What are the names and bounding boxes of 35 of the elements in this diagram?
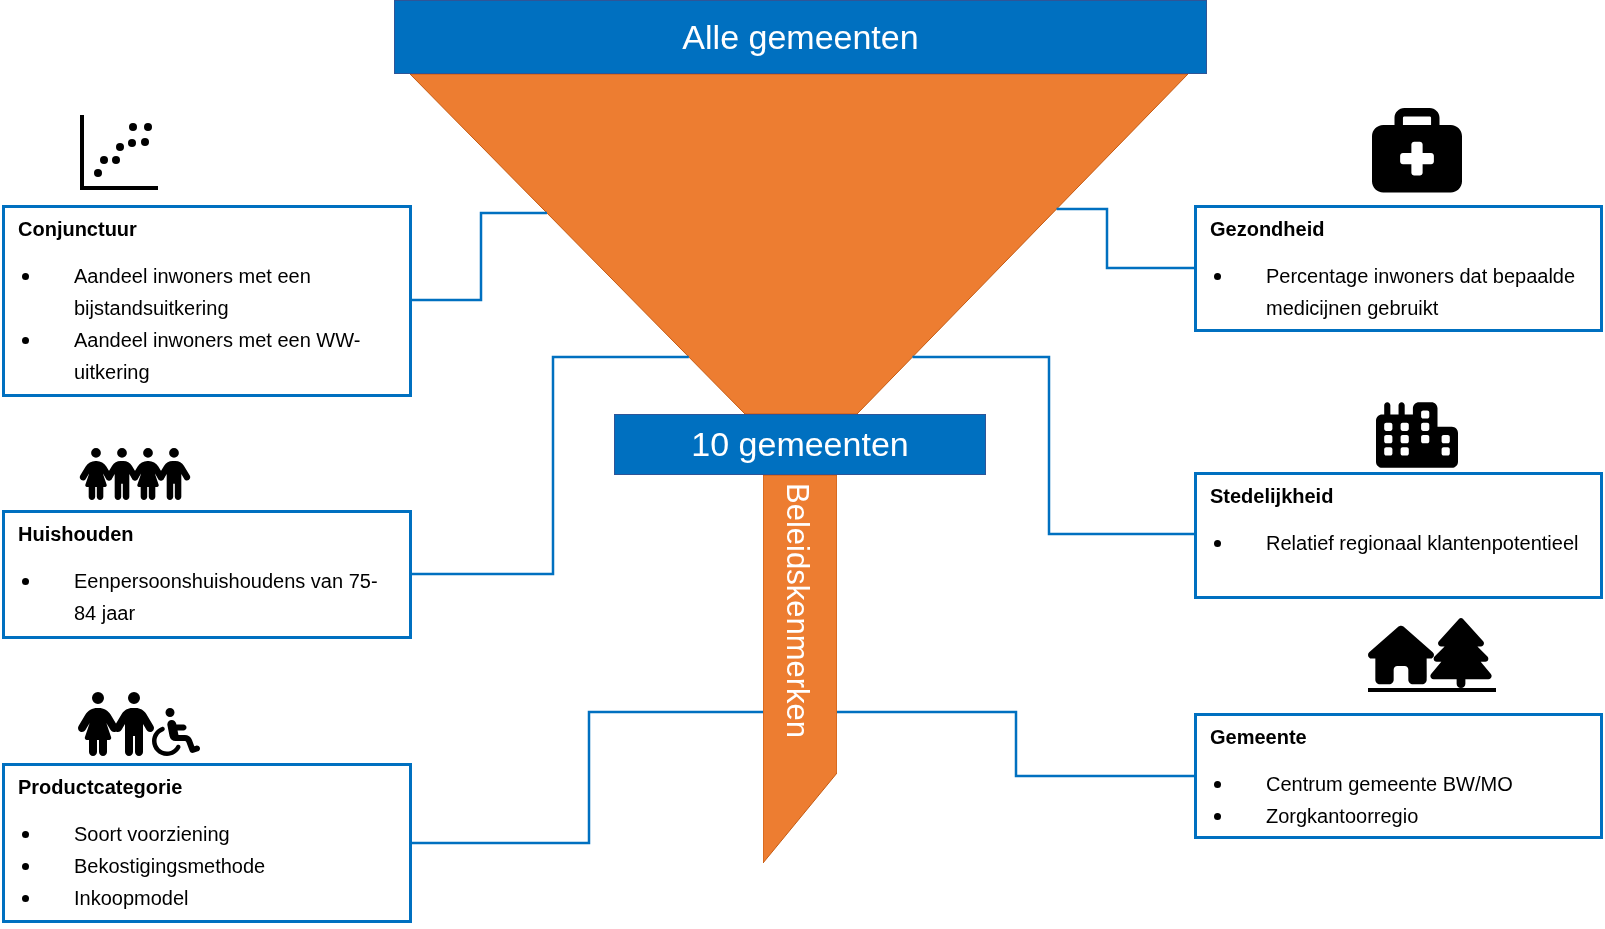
connector-line [412,211,547,302]
connector-line [412,710,763,845]
connector-line [912,355,1194,536]
vertical-label: Beleidskenmerken [779,483,816,739]
connector-line [1056,207,1194,270]
bullet-text: Soort voorziening [74,823,230,845]
connector-line [412,355,689,576]
bullet-text: Centrum gemeente BW/MO [1266,773,1513,795]
category-box [2,763,412,923]
bullet-text: Bekostigingsmethode [74,855,266,877]
bar-label: 10 gemeenten [691,424,909,465]
bullet-text: Aandeel inwoners met een bijstandsuitkering [74,265,311,319]
category-box [2,510,412,639]
box-heading: Conjunctuur [18,217,138,242]
bullet-text: Zorgkantoorregio [1266,805,1419,827]
category-box [1194,713,1603,839]
header-bar [394,0,1207,74]
box-heading: Huishouden [18,522,135,547]
bar-label: Alle gemeenten [682,16,919,58]
connector-line [837,710,1194,778]
box-heading: Gemeente [1210,725,1308,750]
category-box [1194,472,1603,599]
header-bar [614,414,986,475]
box-heading: Stedelijkheid [1210,484,1335,509]
bullet-text: Eenpersoonshuishoudens van 75-84 jaar [74,570,378,624]
bullet-text: Relatief regionaal klantenpotentieel [1266,532,1579,554]
funnel-stem [763,475,837,863]
box-heading: Productcategorie [18,775,184,800]
funnel-shape [410,74,1188,414]
bullet-text: Aandeel inwoners met een WW-uitkering [74,329,361,383]
category-box [2,205,412,397]
bullet-text: Percentage inwoners dat bepaalde medicijnen gebruikt [1266,265,1576,319]
category-box [1194,205,1603,332]
bullet-text: Inkoopmodel [74,887,189,909]
box-heading: Gezondheid [1210,217,1326,242]
